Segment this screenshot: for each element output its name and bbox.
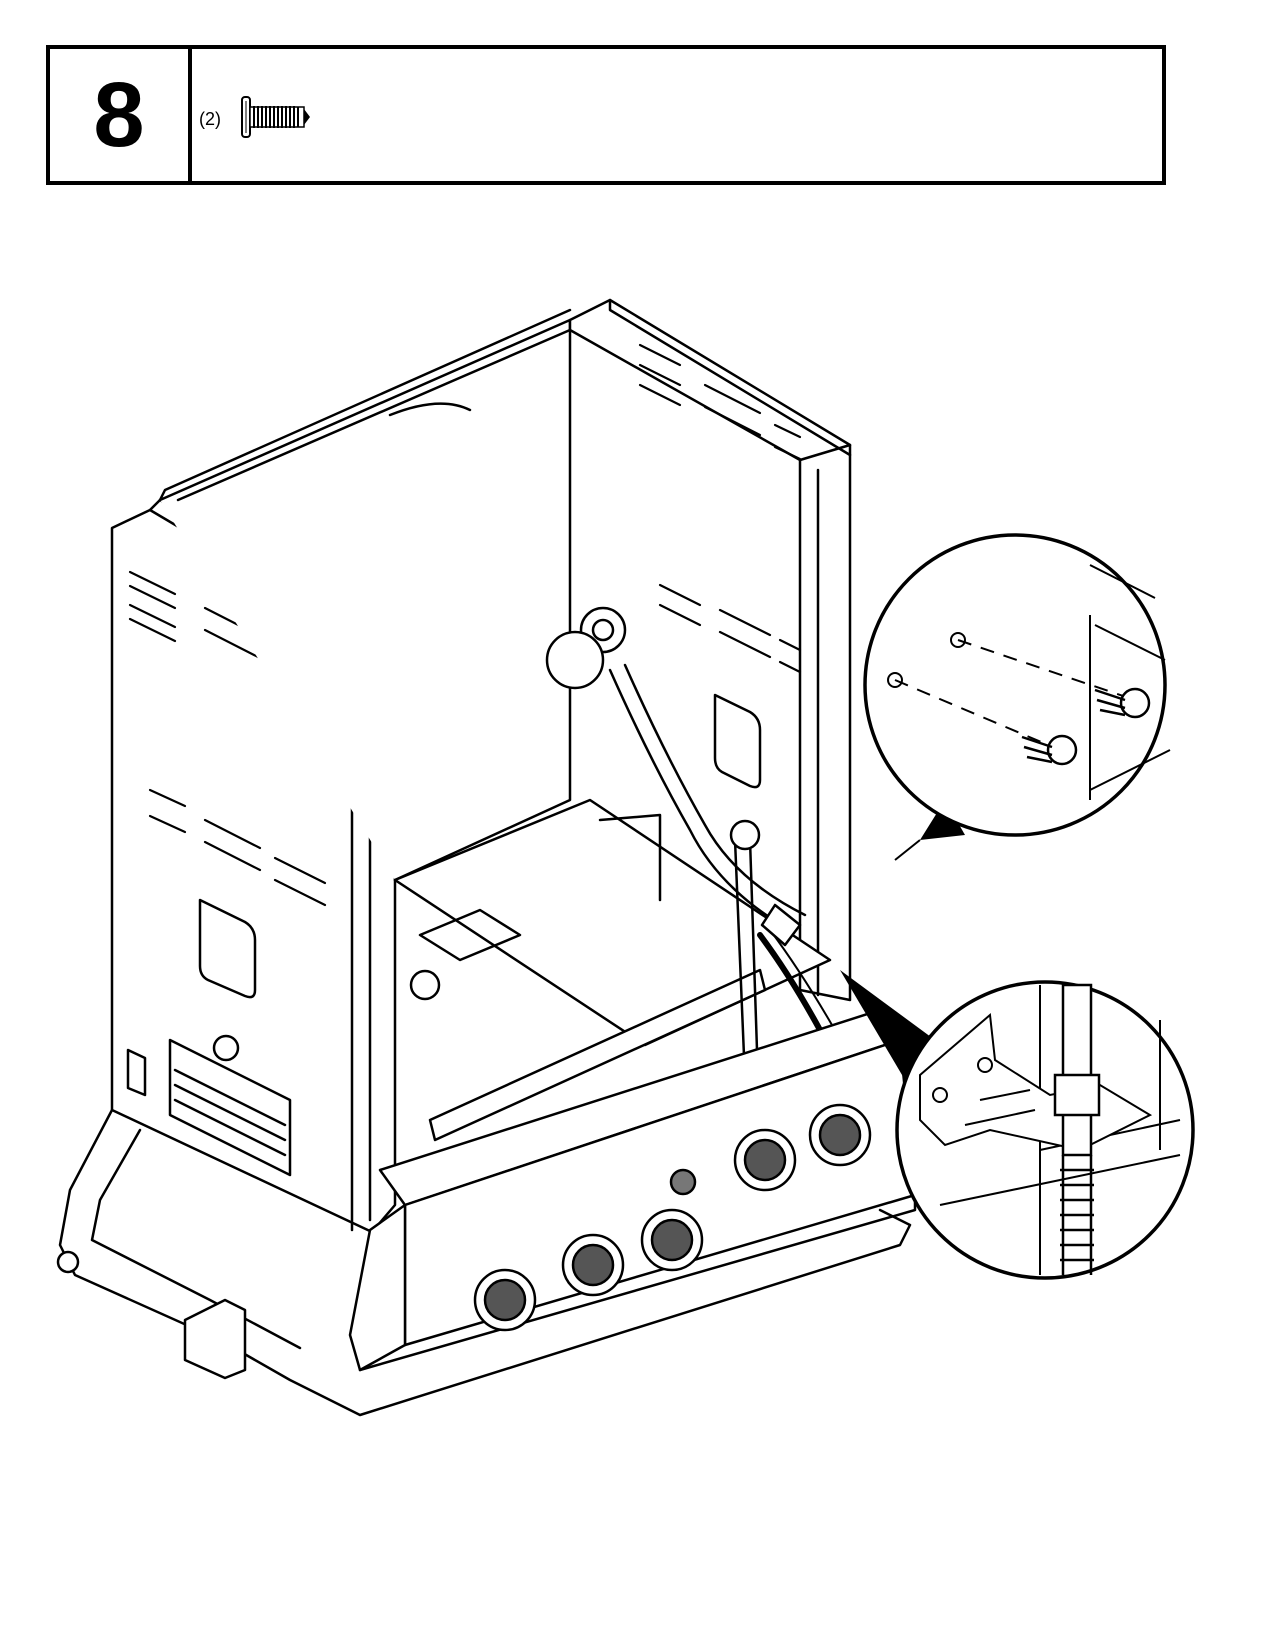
screw-icon	[241, 96, 310, 138]
gas-fitting-bracket-detail-icon	[840, 970, 1195, 1280]
gas-hose	[545, 606, 833, 1082]
parts-list: (2)	[192, 49, 1162, 181]
control-knobs	[473, 1103, 872, 1332]
base-frame	[56, 1108, 912, 1417]
step-number: 8	[93, 64, 145, 166]
step-number-cell: 8	[50, 49, 192, 181]
part-quantity: (2)	[199, 109, 221, 129]
right-side-panel	[568, 298, 852, 1002]
back-panel	[158, 308, 572, 882]
step-header: 8 (2)	[46, 45, 1166, 185]
bottom-tray	[393, 798, 832, 1142]
control-panel	[348, 1008, 917, 1372]
rear-screws-detail-icon	[863, 533, 1171, 861]
